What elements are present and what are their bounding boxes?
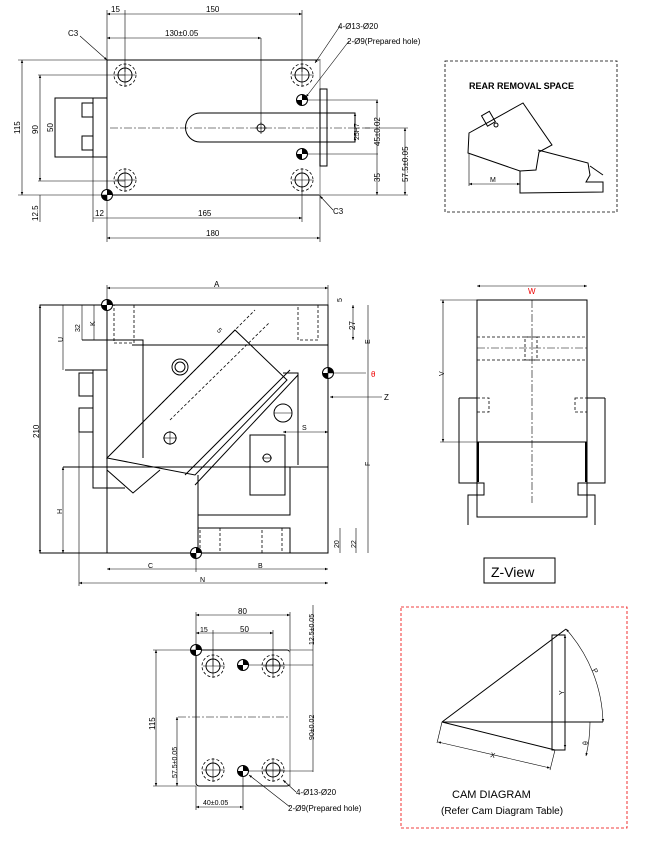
cam-diagram-panel: P Y θ X CAM DIAGRAM (Refer Cam Diagram T… — [400, 606, 628, 829]
dim-w: W — [528, 287, 536, 296]
dim-5-angled: 5 — [215, 327, 223, 335]
dim-115: 115 — [13, 121, 22, 134]
theta-label: θ — [371, 370, 376, 379]
dim-m: M — [490, 177, 496, 184]
dim-20: 20 — [334, 540, 341, 548]
dim-12-5: 12.5 — [31, 205, 40, 221]
dim-e: E — [365, 339, 372, 344]
c3-label-top: C3 — [68, 29, 79, 38]
dim-5: 5 — [337, 298, 344, 302]
dim-22: 22 — [351, 540, 358, 548]
dim-b: B — [258, 563, 263, 570]
dim-45: 45±0.02 — [373, 117, 382, 146]
counterbore-hole — [201, 757, 225, 783]
z-view-label: Z-View — [491, 564, 535, 580]
bottom-view: 80 15 50 12.5±0.05 90±0.02 115 57.5±0.05… — [148, 605, 362, 813]
dim-a: A — [214, 280, 220, 289]
dim-210: 210 — [32, 424, 41, 438]
top-view: 15 150 130±0.05 C3 4-Ø13-Ø20 2-Ø9(Prepar… — [13, 5, 421, 242]
z-view-pointer: Z — [384, 393, 389, 402]
prepared-hole-marker — [296, 94, 308, 106]
dim-32: 32 — [75, 324, 82, 332]
note-prepared-hole: 2-Ø9(Prepared hole) — [347, 37, 421, 46]
cam-slider — [105, 329, 288, 476]
dim-165: 165 — [198, 209, 212, 218]
prepared-hole-marker — [237, 659, 249, 671]
dim-130: 130±0.05 — [165, 29, 199, 38]
dim-90: 90 — [31, 125, 40, 134]
dim-115: 115 — [148, 717, 157, 730]
dim-35: 35 — [373, 173, 382, 182]
counterbore-hole — [261, 757, 285, 783]
cam-diagram-subtitle: (Refer Cam Diagram Table) — [441, 806, 563, 817]
dim-12: 12 — [95, 209, 104, 218]
dim-50: 50 — [46, 123, 55, 132]
dim-15: 15 — [111, 5, 120, 14]
cam-diagram-title: CAM DIAGRAM — [452, 789, 531, 801]
dim-90: 90±0.02 — [309, 715, 316, 740]
c3-label-bottom: C3 — [333, 207, 344, 216]
z-view-label-box — [483, 557, 556, 584]
dim-15: 15 — [200, 627, 208, 634]
right-block — [319, 88, 328, 167]
prepared-hole-marker — [296, 148, 308, 160]
dim-v: V — [439, 371, 446, 376]
dim-x: X — [490, 752, 496, 760]
rear-removal-panel: REAR REMOVAL SPACE M — [444, 60, 618, 213]
dim-57-5: 57.5±0.05 — [172, 747, 179, 778]
note-holes: 4-Ø13-Ø20 — [338, 22, 379, 31]
dim-27: 27 — [348, 321, 357, 330]
dim-c: C — [148, 563, 153, 570]
prepared-hole-marker — [237, 765, 249, 777]
dim-n: N — [200, 577, 205, 584]
dim-k: K — [90, 321, 97, 326]
dim-150: 150 — [206, 5, 220, 14]
dim-25h7: 25H7 — [354, 123, 361, 140]
dim-180: 180 — [206, 229, 220, 238]
dim-y: Y — [559, 690, 566, 695]
note-holes: 4-Ø13-Ø20 — [296, 788, 337, 797]
left-block — [54, 97, 94, 158]
dim-h: H — [57, 509, 64, 514]
dim-50: 50 — [240, 625, 249, 634]
dim-80: 80 — [238, 607, 247, 616]
counterbore-hole — [113, 167, 137, 193]
note-prepared-hole: 2-Ø9(Prepared hole) — [288, 804, 362, 813]
dim-40: 40±0.05 — [203, 800, 228, 807]
slot — [185, 112, 356, 143]
dim-57-5: 57.5±0.05 — [401, 146, 410, 182]
dim-p: P — [590, 668, 599, 676]
dim-s: S — [302, 425, 307, 432]
rear-removal-title: REAR REMOVAL SPACE — [469, 81, 574, 91]
dim-theta: θ — [583, 741, 590, 745]
front-view: A 5 27 E θ Z S F 210 U 32 K H 20 22 C B … — [32, 280, 389, 586]
plate-outline — [106, 59, 321, 196]
dim-u: U — [58, 337, 65, 342]
dim-12-5: 12.5±0.05 — [309, 614, 316, 645]
z-view: W V Z-View — [439, 284, 606, 584]
dim-f: F — [365, 462, 372, 466]
